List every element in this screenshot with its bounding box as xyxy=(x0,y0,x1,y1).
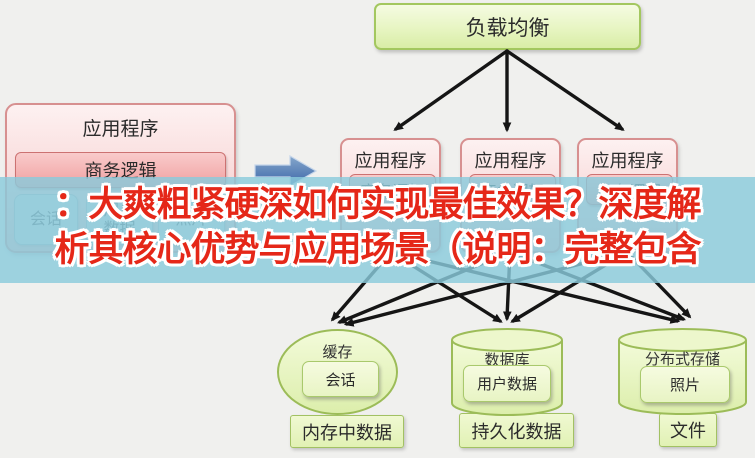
app-server-2-title: 应用程序 xyxy=(474,151,547,172)
database-title: 数据库 xyxy=(484,351,530,369)
app-server-3-title: 应用程序 xyxy=(591,151,664,172)
files-caption-box: 文件 xyxy=(659,413,717,447)
headline-text: ：大爽粗紧硬深如何实现最佳效果？深度解 析其核心优势与应用场景（说明：完整包含 xyxy=(0,183,755,273)
distributed-storage-title: 分布式存储 xyxy=(644,350,720,368)
cache-caption-box: 内存中数据 xyxy=(290,415,404,448)
headline-line-1: ：大爽粗紧硬深如何实现最佳效果？深度解 xyxy=(54,185,701,225)
load-balancer-box: 负载均衡 xyxy=(374,3,641,50)
storage-photos-box: 照片 xyxy=(640,366,730,403)
app-server-1-title: 应用程序 xyxy=(354,151,427,172)
database-userdata-box: 用户数据 xyxy=(463,365,551,402)
monolith-title: 应用程序 xyxy=(82,118,159,140)
headline-line-2: 析其核心优势与应用场景（说明：完整包含 xyxy=(54,230,701,270)
cache-session-box: 会话 xyxy=(302,361,379,397)
database-caption-box: 持久化数据 xyxy=(459,413,574,448)
cache-title: 缓存 xyxy=(322,343,353,361)
